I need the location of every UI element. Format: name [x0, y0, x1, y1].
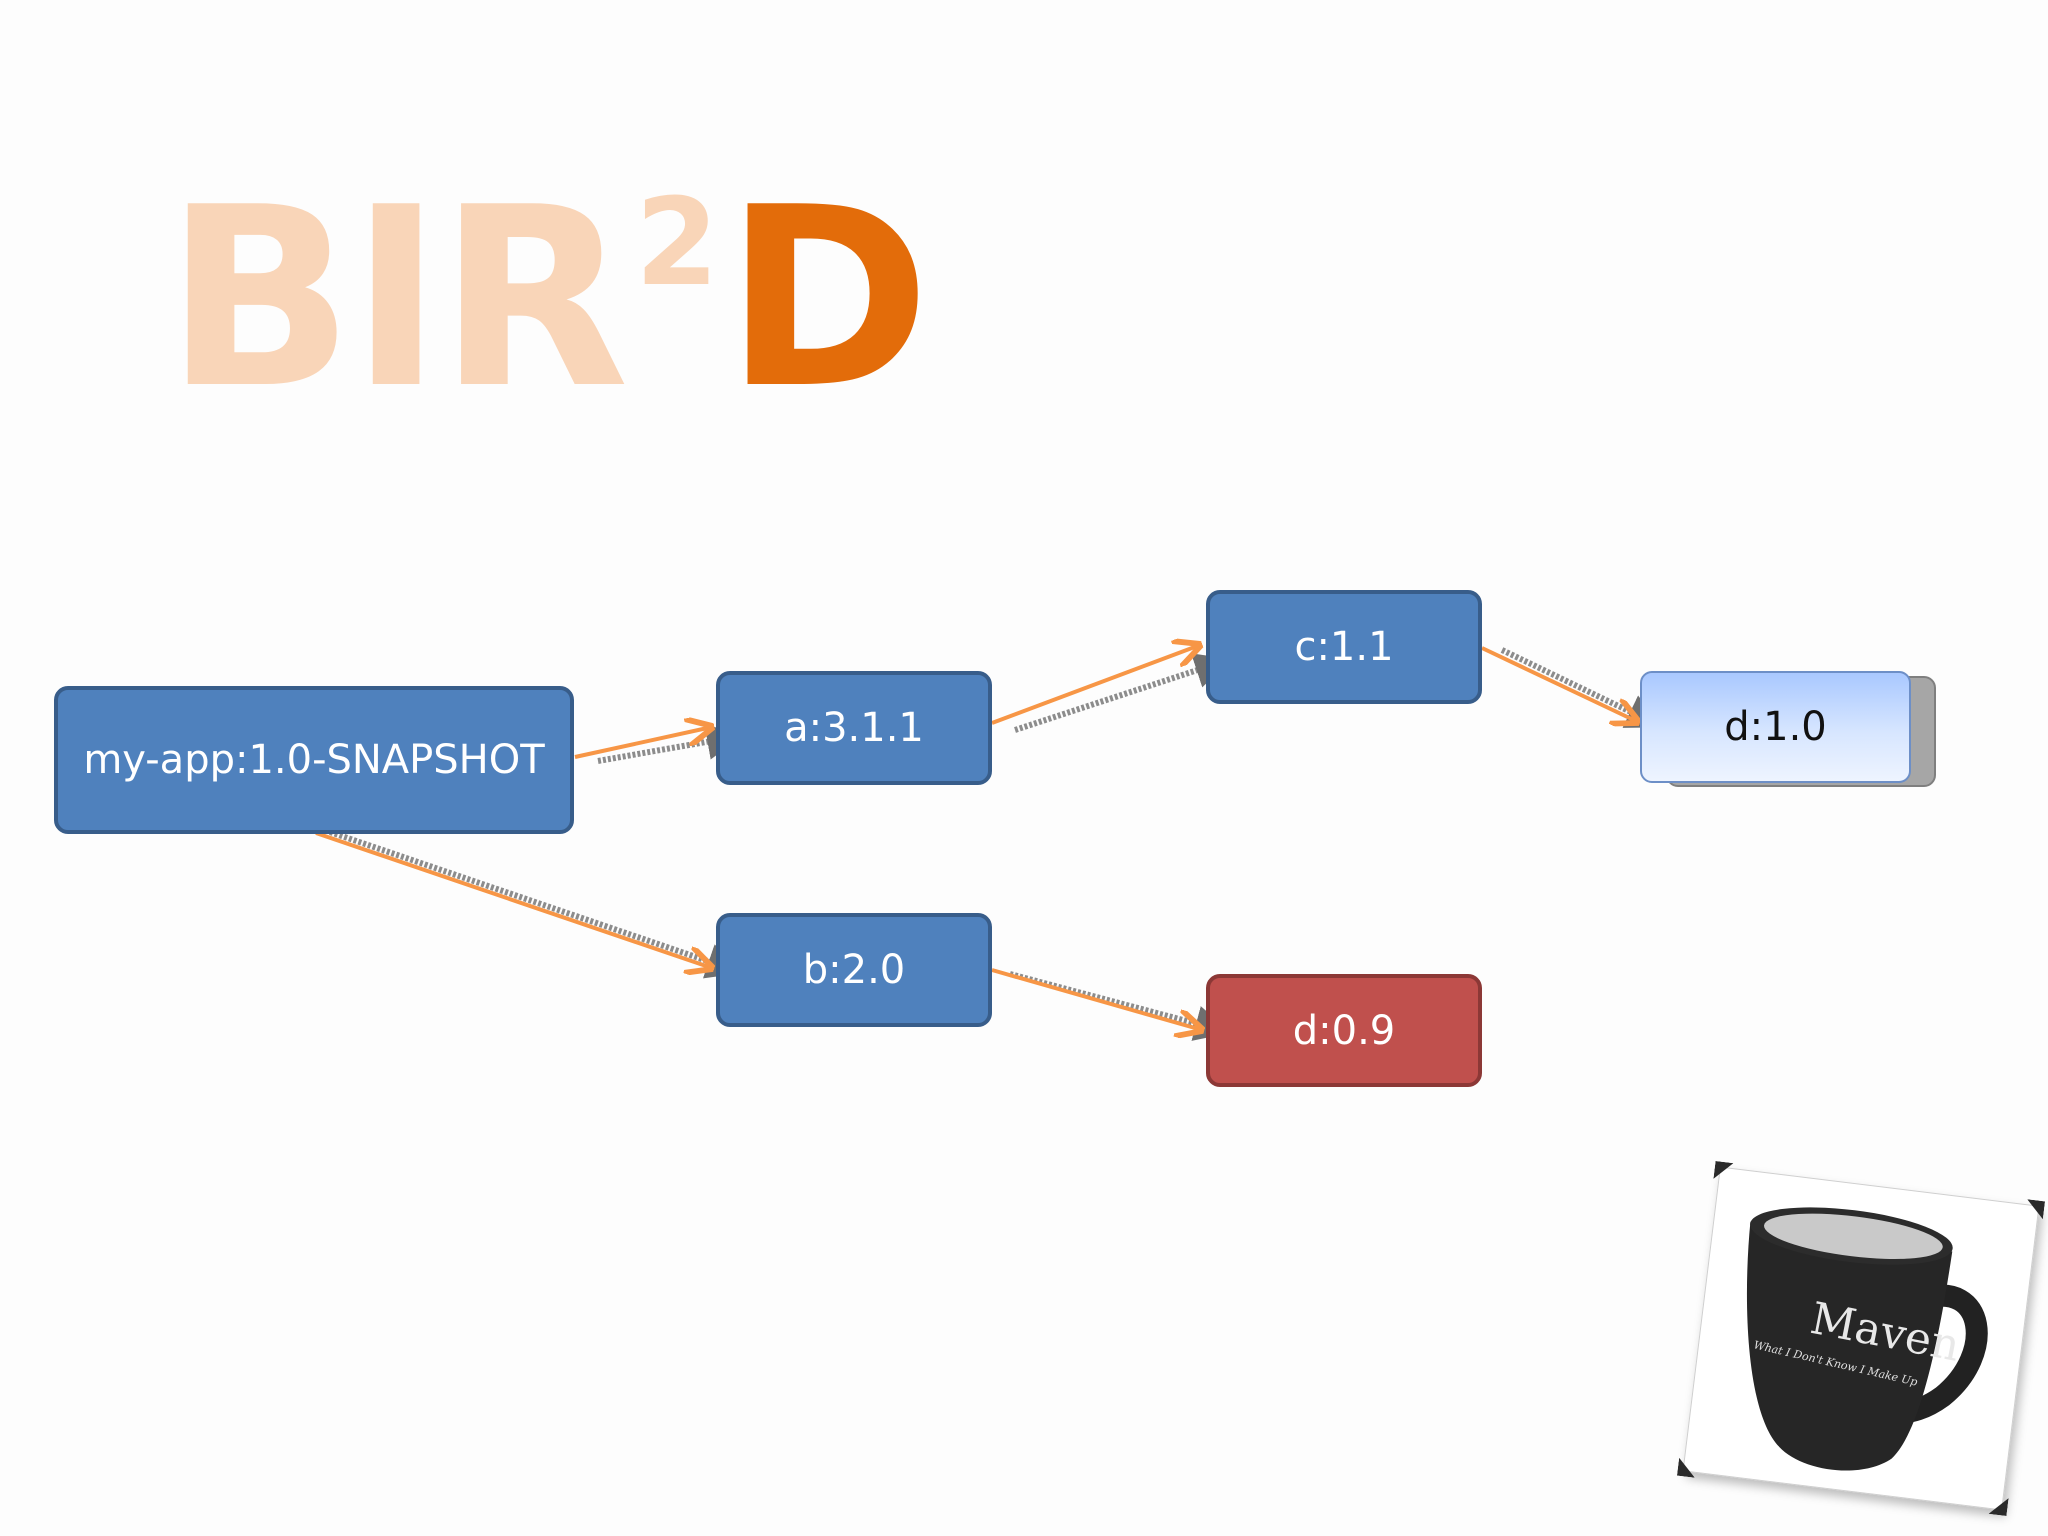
edge-a-c	[991, 645, 1200, 725]
edge-b-d09	[991, 968, 1202, 1030]
node-c[interactable]: c:1.1	[1206, 590, 1482, 704]
edge-c-d10-gray	[1500, 647, 1663, 729]
node-my-app[interactable]: my-app:1.0-SNAPSHOT	[54, 686, 574, 834]
slide-title: BIR2D	[165, 174, 931, 423]
edge-root-b-gray	[329, 829, 743, 979]
title-superscript: 2	[635, 174, 718, 313]
edge-root-b	[315, 831, 712, 968]
edge-a-c-gray	[1014, 653, 1231, 733]
edge-root-a	[574, 727, 712, 759]
node-d09[interactable]: d:0.9	[1206, 974, 1482, 1087]
node-b[interactable]: b:2.0	[716, 913, 992, 1027]
edge-c-d10	[1481, 646, 1638, 722]
node-a[interactable]: a:3.1.1	[716, 671, 992, 785]
title-suffix: D	[724, 155, 931, 443]
mug-icon	[1746, 1207, 1988, 1471]
node-d10[interactable]: d:1.0	[1640, 671, 1911, 783]
title-prefix: BIR	[165, 155, 629, 443]
maven-logo-photo: Maven What I Don't Know I Make Up	[1682, 1167, 2039, 1511]
